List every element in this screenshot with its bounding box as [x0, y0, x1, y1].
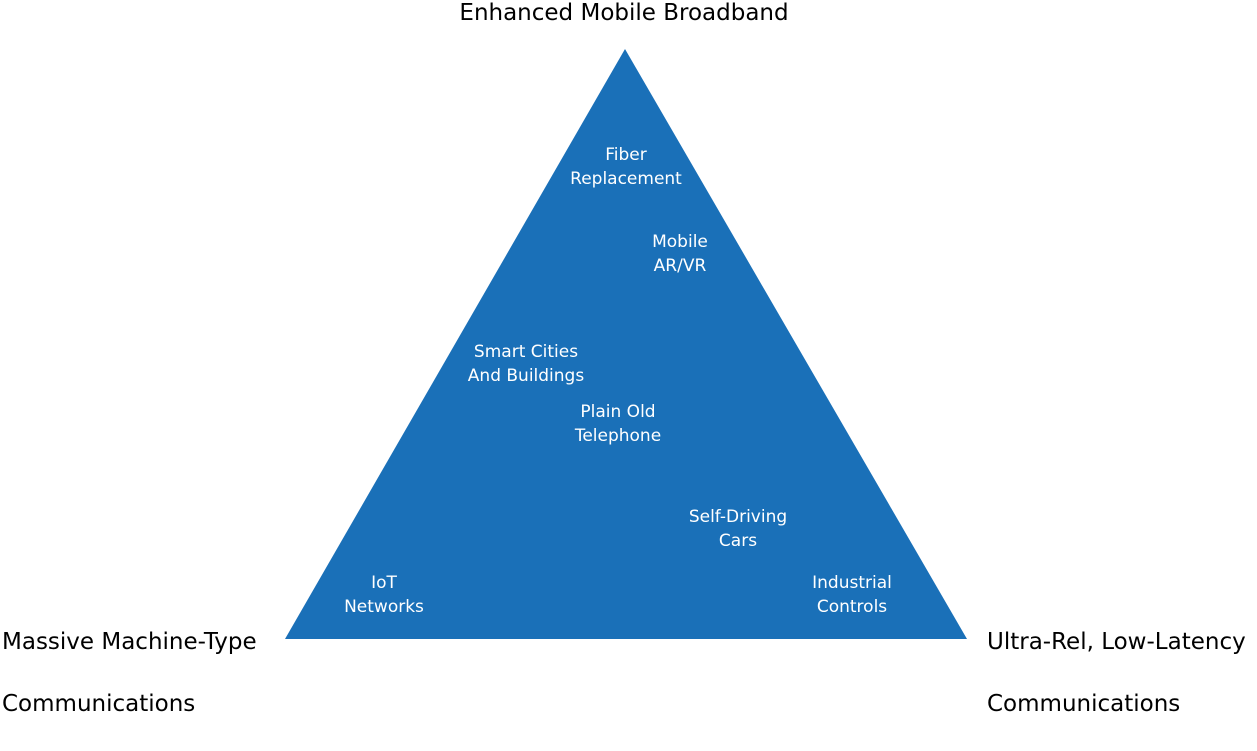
- vertex-label-mmtc-line-2: Communications: [2, 691, 196, 717]
- vertex-label-mmtc: Massive Machine-Type Communications: [2, 596, 257, 751]
- use-case-line: Industrial: [812, 573, 892, 593]
- use-case-line: And Buildings: [467, 366, 585, 386]
- use-case-industrial-controls: Industrial Controls: [812, 571, 892, 619]
- use-case-self-driving-cars: Self-Driving Cars: [689, 505, 787, 553]
- use-case-line: Telephone: [574, 426, 662, 446]
- use-case-line: Smart Cities: [473, 342, 579, 362]
- usage-triangle: [285, 49, 967, 639]
- use-case-iot-networks: IoT Networks: [344, 571, 424, 619]
- vertex-label-urllc-line-2: Communications: [987, 691, 1181, 717]
- use-case-line: Mobile: [652, 232, 708, 252]
- vertex-label-embb: Enhanced Mobile Broadband: [459, 0, 789, 26]
- vertex-label-urllc-line-1: Ultra-Rel, Low-Latency: [987, 629, 1246, 655]
- use-case-fiber-replacement: Fiber Replacement: [570, 143, 682, 191]
- use-case-line: Fiber: [605, 145, 647, 165]
- use-case-line: AR/VR: [653, 256, 707, 276]
- use-case-line: Cars: [718, 531, 758, 551]
- use-case-plain-old-telephone: Plain Old Telephone: [575, 400, 661, 448]
- use-case-line: IoT: [371, 573, 397, 593]
- use-case-line: Networks: [344, 597, 424, 617]
- use-case-smart-cities: Smart Cities And Buildings: [468, 340, 584, 388]
- use-case-line: Controls: [816, 597, 888, 617]
- vertex-label-mmtc-line-1: Massive Machine-Type: [2, 629, 257, 655]
- use-case-line: Self-Driving: [688, 507, 788, 527]
- use-case-mobile-ar-vr: Mobile AR/VR: [652, 230, 708, 278]
- vertex-label-urllc: Ultra-Rel, Low-Latency Communications: [987, 596, 1246, 751]
- triangle-diagram: [285, 49, 967, 639]
- use-case-line: Replacement: [570, 169, 682, 189]
- use-case-line: Plain Old: [580, 402, 656, 422]
